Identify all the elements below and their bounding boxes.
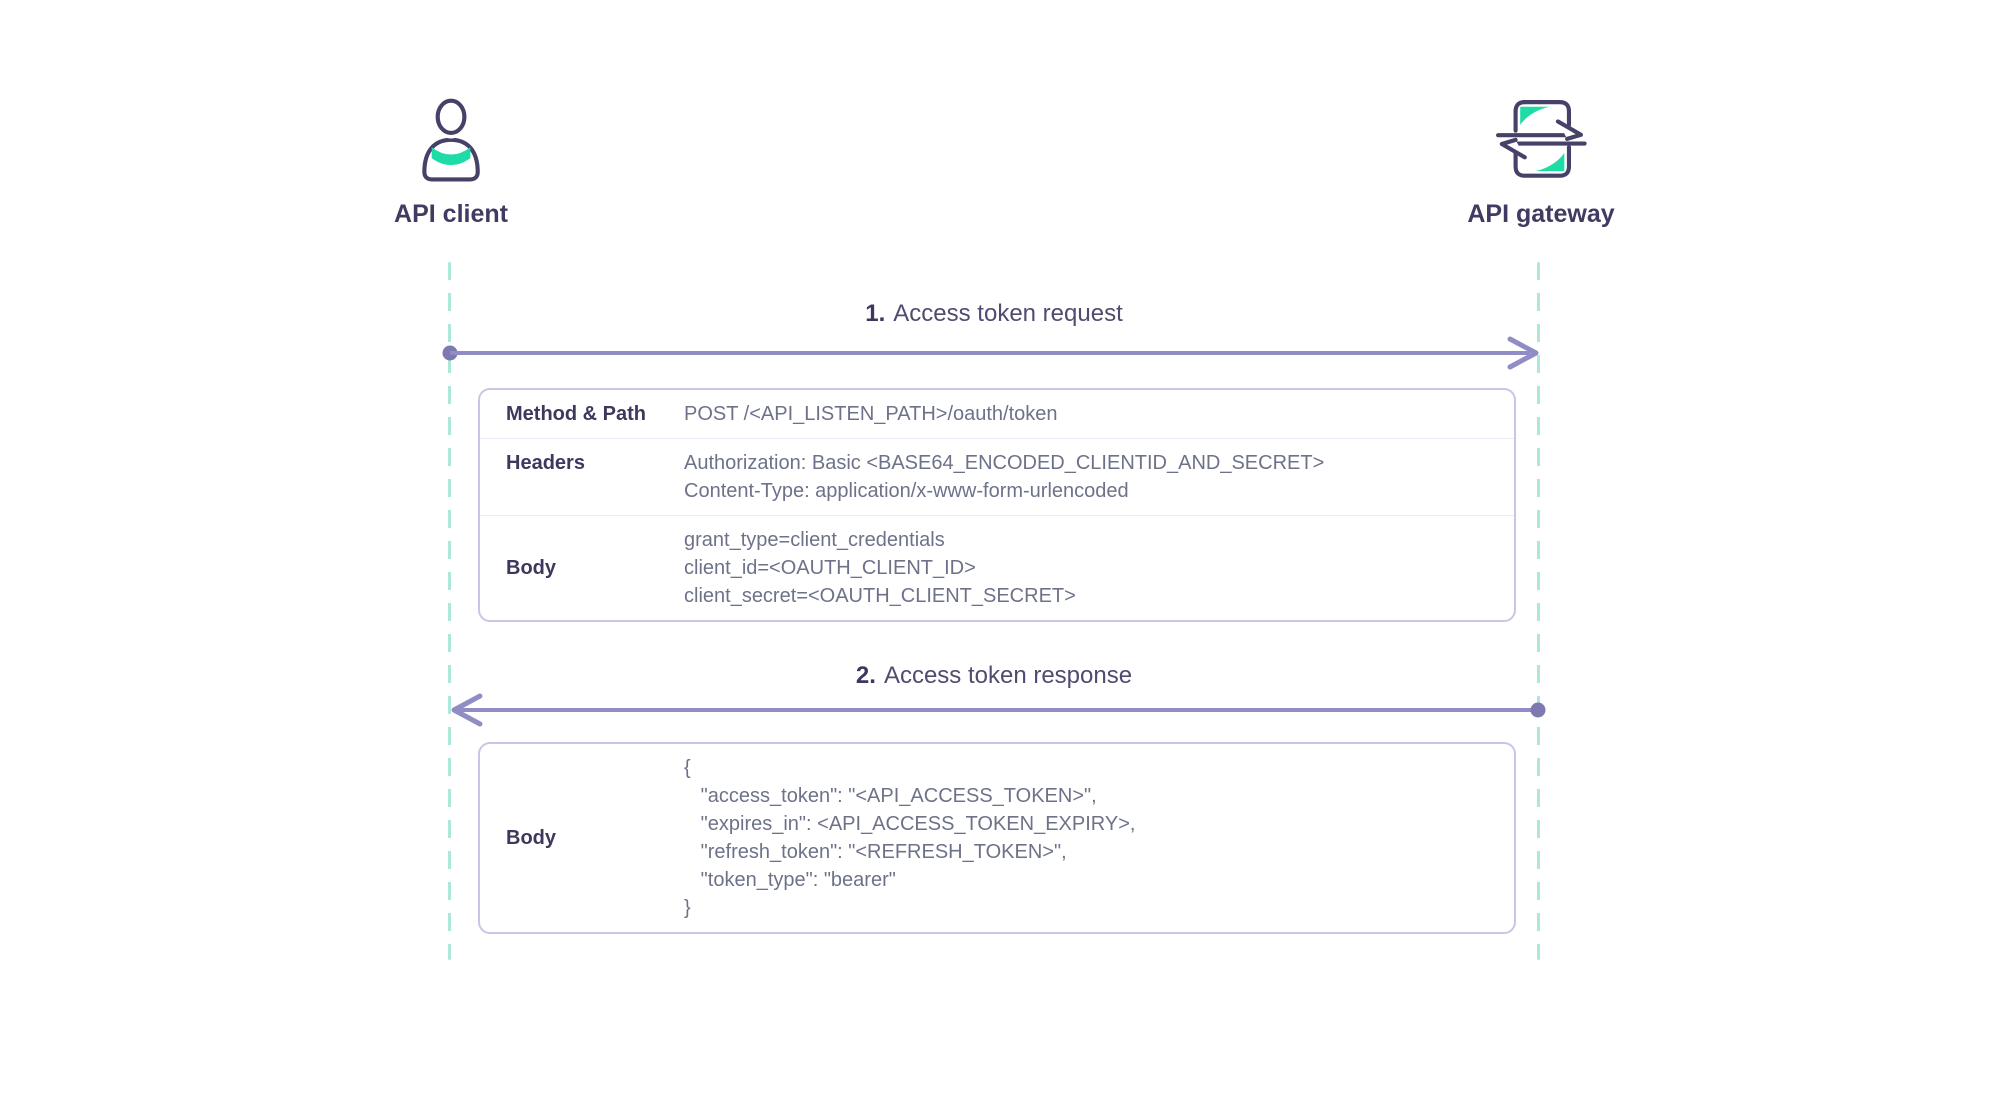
row-label: Headers: [506, 452, 585, 474]
table-row-body: Body { "access_token": "<API_ACCESS_TOKE…: [480, 744, 1514, 932]
step-1-title-text: Access token request: [893, 300, 1123, 327]
gateway-transfer-icon: [1495, 100, 1587, 178]
row-label: Body: [506, 557, 556, 579]
lifeline-api-client: [448, 262, 451, 960]
user-icon: [422, 95, 480, 182]
step-2-title-text: Access token response: [883, 662, 1133, 689]
lifeline-api-gateway: [1537, 262, 1540, 960]
step-2-title: 2. Access token response: [449, 662, 1539, 690]
actor-label-api-gateway: API gateway: [1467, 200, 1615, 228]
row-value: POST /<API_LISTEN_PATH>/oauth/token: [684, 403, 1058, 425]
actor-api-gateway: API gateway: [1467, 92, 1615, 229]
actor-label-api-client: API client: [394, 200, 508, 228]
response-table: Body { "access_token": "<API_ACCESS_TOKE…: [478, 742, 1516, 934]
row-value: grant_type=client_credentials client_id=…: [684, 529, 1076, 607]
step-1-title: 1. Access token request: [449, 300, 1539, 328]
table-row-method-path: Method & Path POST /<API_LISTEN_PATH>/oa…: [480, 390, 1514, 439]
table-row-body: Body grant_type=client_credentials clien…: [480, 516, 1514, 620]
request-arrow: [442, 336, 1539, 370]
request-table: Method & Path POST /<API_LISTEN_PATH>/oa…: [478, 388, 1516, 622]
row-value: Authorization: Basic <BASE64_ENCODED_CLI…: [684, 452, 1325, 502]
row-value: { "access_token": "<API_ACCESS_TOKEN>", …: [684, 757, 1136, 919]
row-label: Body: [506, 827, 556, 849]
row-label: Method & Path: [506, 403, 646, 425]
actor-api-client: API client: [394, 92, 508, 229]
response-arrow: [451, 693, 1546, 727]
table-row-headers: Headers Authorization: Basic <BASE64_ENC…: [480, 439, 1514, 516]
step-2-number: 2.: [855, 662, 876, 689]
step-1-number: 1.: [865, 300, 886, 327]
